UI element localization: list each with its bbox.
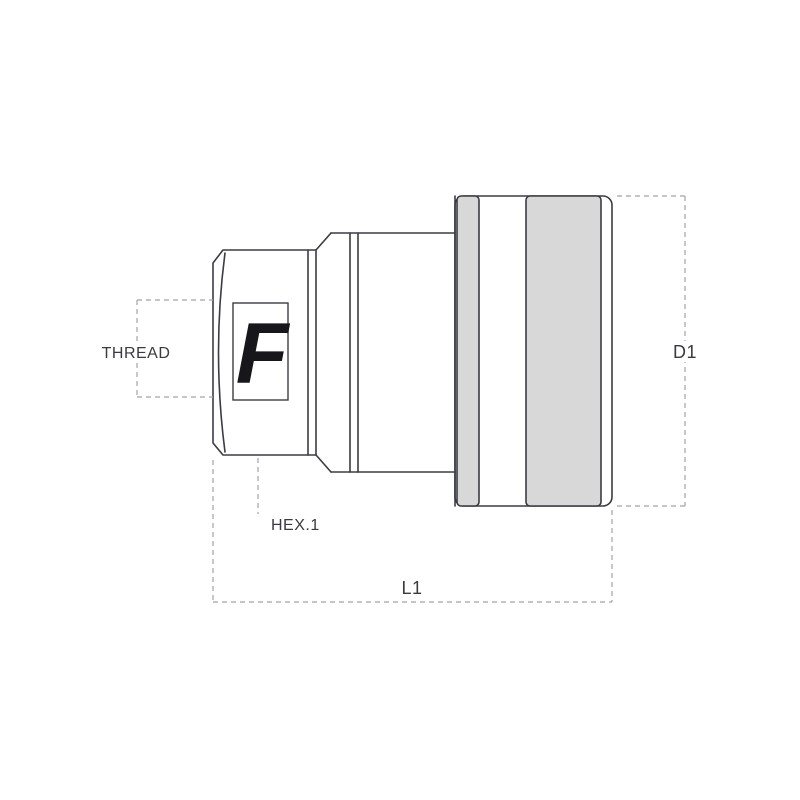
thread-label-mask [98, 342, 176, 362]
coupling-part: F [212, 195, 613, 507]
dimension-annotations: THREAD HEX.1 L1 D1 [98, 195, 704, 603]
thread-dimension: THREAD [98, 299, 213, 398]
hex-nut-outline [212, 249, 317, 456]
chamfer-bottom [315, 454, 332, 473]
logo-plate [232, 302, 289, 401]
hex-face-arc [217, 252, 226, 453]
hex-dimension: HEX.1 [257, 458, 320, 534]
brand-logo-letter: F [236, 306, 291, 402]
diameter-label: D1 [673, 342, 697, 362]
diameter-dimension: D1 [617, 195, 704, 507]
sleeve-narrow-ring [456, 195, 480, 507]
hex-label: HEX.1 [271, 517, 320, 534]
thread-label: THREAD [102, 345, 171, 362]
chamfer-top [315, 232, 332, 251]
length-label: L1 [401, 578, 422, 598]
sleeve-wide-ring [525, 195, 602, 507]
length-dimension: L1 [212, 460, 613, 603]
diameter-label-mask [666, 341, 704, 362]
